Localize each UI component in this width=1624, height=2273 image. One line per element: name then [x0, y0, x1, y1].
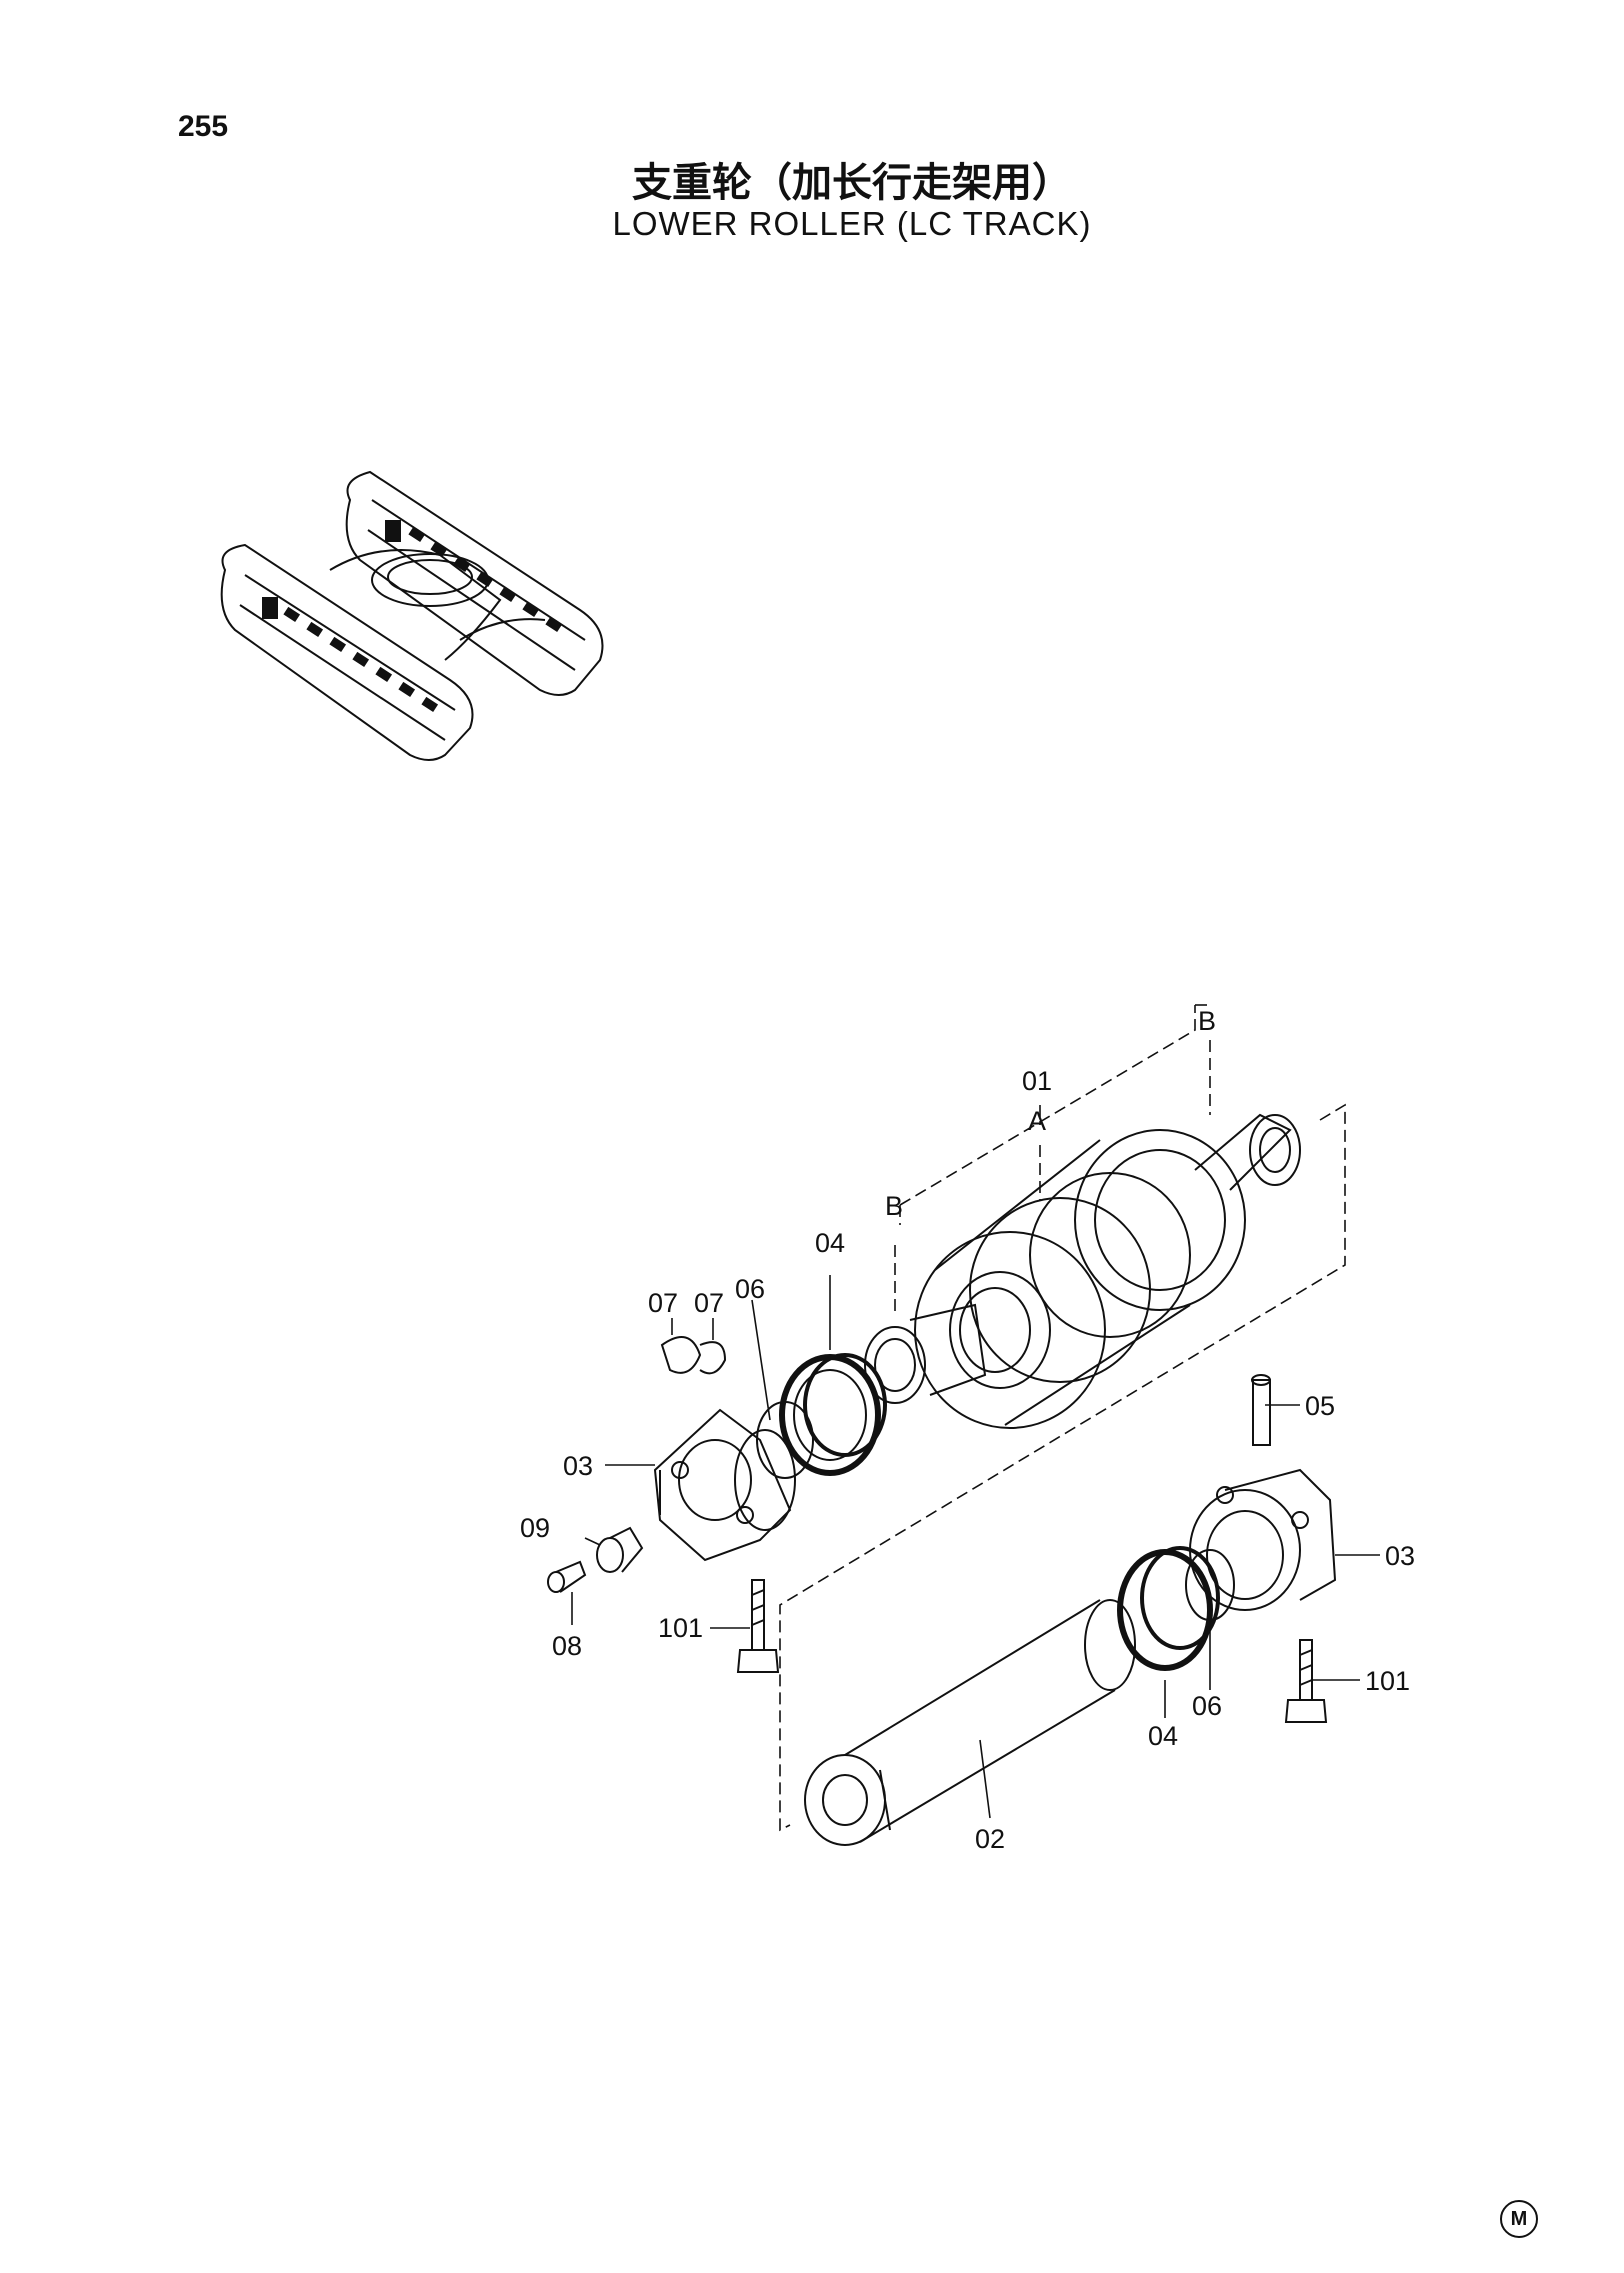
- callout-04-right: 04: [1148, 1721, 1178, 1751]
- callout-02: 02: [975, 1824, 1005, 1854]
- callout-B-left: B: [885, 1191, 903, 1221]
- assembly-brackets: [779, 1004, 1346, 1832]
- collar-right: [1189, 1468, 1337, 1611]
- bolt-left: [736, 1579, 780, 1673]
- callout-08: 08: [552, 1631, 582, 1661]
- page-number: 255: [178, 110, 229, 143]
- callout-09: 09: [520, 1513, 550, 1543]
- roller-assembly: [864, 1113, 1301, 1429]
- floating-seal-right: [1117, 1546, 1220, 1671]
- callout-07-left: 07: [648, 1288, 678, 1318]
- callout-B-right: B: [1198, 1006, 1216, 1036]
- floating-seal-left: [779, 1353, 887, 1476]
- page-title-english: LOWER ROLLER (LC TRACK): [612, 205, 1092, 242]
- callout-101-right: 101: [1365, 1666, 1410, 1696]
- callout-06-right: 06: [1192, 1691, 1222, 1721]
- callout-03-right: 03: [1385, 1541, 1415, 1571]
- plug-09: [596, 1526, 644, 1573]
- pin-08: [547, 1560, 587, 1593]
- collar-left: [653, 1408, 796, 1562]
- undercarriage-thumbnail: [220, 470, 604, 761]
- leader-lines: [571, 1275, 1380, 1819]
- callout-07-right: 07: [694, 1288, 724, 1318]
- manufacturer-mark: M: [1500, 2200, 1538, 2238]
- plug-07: [660, 1336, 727, 1375]
- page-title-chinese: 支重轮（加长行走架用）: [632, 160, 1072, 206]
- callout-04-left: 04: [815, 1228, 845, 1258]
- callout-06-left: 06: [735, 1274, 765, 1304]
- o-ring-left: [756, 1401, 814, 1479]
- callout-01: 01: [1022, 1066, 1052, 1096]
- shaft: [804, 1599, 1136, 1846]
- pin-05: [1251, 1374, 1271, 1446]
- callout-A: A: [1028, 1106, 1046, 1136]
- callout-101-left: 101: [658, 1613, 703, 1643]
- bolt-right: [1284, 1639, 1328, 1723]
- callout-03-left: 03: [563, 1451, 593, 1481]
- callout-05: 05: [1305, 1391, 1335, 1421]
